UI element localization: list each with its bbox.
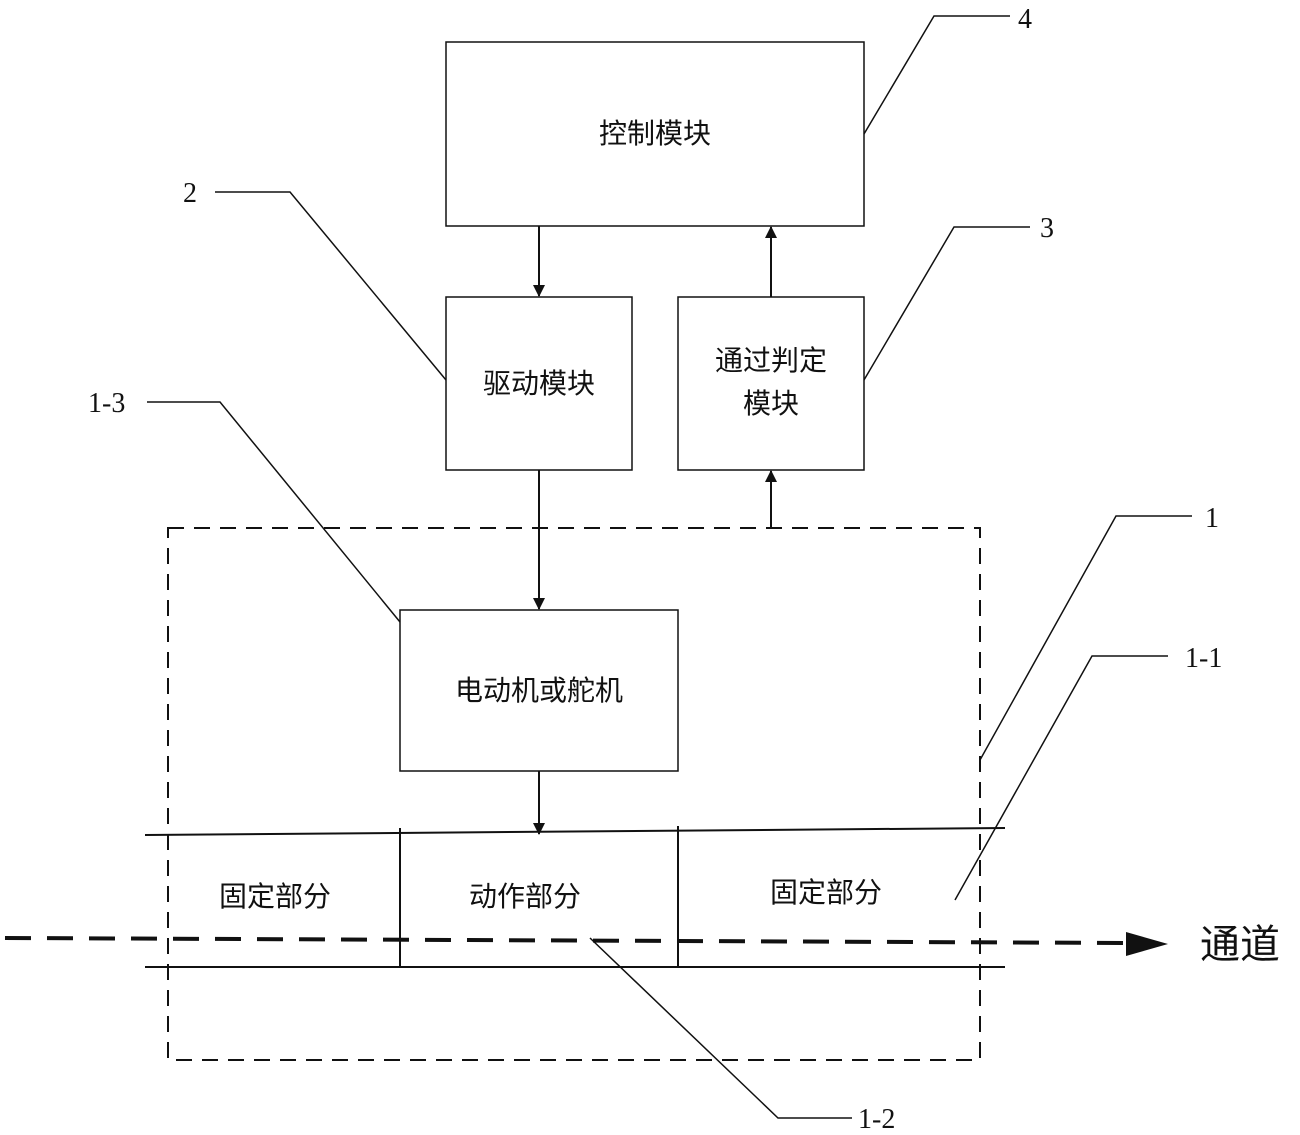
leader-line-1-3 bbox=[147, 402, 400, 622]
gate-top-rail bbox=[145, 828, 1005, 835]
judge-module-label-line1: 通过判定 bbox=[715, 344, 827, 377]
judge-module-label-line2: 模块 bbox=[743, 387, 799, 420]
channel-arrowhead bbox=[1126, 932, 1168, 956]
leader-line-2 bbox=[215, 192, 446, 380]
leader-line-4 bbox=[864, 16, 1010, 134]
leader-line-1-1 bbox=[955, 656, 1168, 900]
callout-4: 4 bbox=[1018, 4, 1032, 35]
fixed-part-right-label: 固定部分 bbox=[770, 876, 882, 909]
judge-module-box bbox=[678, 297, 864, 470]
fixed-part-left-label: 固定部分 bbox=[219, 880, 331, 913]
motor-label: 电动机或舵机 bbox=[455, 674, 623, 707]
channel-path bbox=[5, 938, 1130, 943]
callout-2: 2 bbox=[183, 178, 197, 209]
moving-part-label: 动作部分 bbox=[469, 880, 581, 913]
gate-device-boundary bbox=[168, 528, 980, 1060]
callout-1-3: 1-3 bbox=[88, 388, 125, 419]
callout-1-2: 1-2 bbox=[858, 1104, 895, 1135]
callout-3: 3 bbox=[1040, 213, 1054, 244]
leader-line-3 bbox=[864, 227, 1030, 380]
channel-label: 通道 bbox=[1200, 922, 1280, 968]
control-module-label: 控制模块 bbox=[599, 117, 711, 150]
leader-line-1-2 bbox=[590, 938, 852, 1118]
drive-module-label: 驱动模块 bbox=[483, 367, 595, 400]
callout-1-1: 1-1 bbox=[1185, 643, 1222, 674]
callout-1: 1 bbox=[1205, 503, 1219, 534]
leader-line-1 bbox=[980, 516, 1192, 760]
